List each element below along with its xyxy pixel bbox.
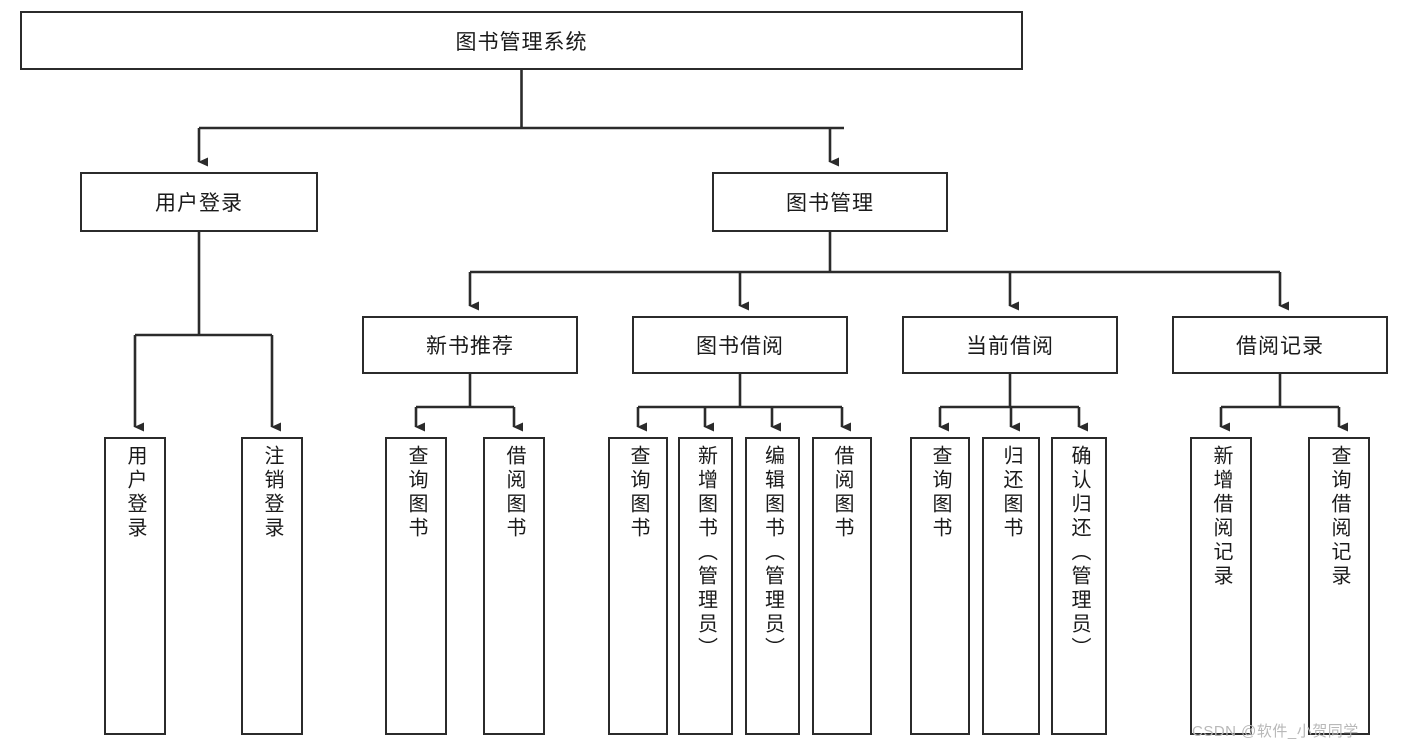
node-user-login-label: 用户登录	[155, 192, 243, 215]
node-leaf-query-book-rec[interactable]: 查询图书	[385, 437, 447, 735]
node-root-label: 图书管理系统	[455, 30, 588, 54]
node-leaf-add-book[interactable]: 新增图书（管理员）	[678, 437, 733, 735]
node-leaf-query-book-cur-label: 查询图书	[929, 445, 951, 541]
node-leaf-logout-label: 注销登录	[261, 445, 283, 541]
node-current-borrow[interactable]: 当前借阅	[902, 316, 1118, 374]
node-borrow-record[interactable]: 借阅记录	[1172, 316, 1388, 374]
node-leaf-query-book-borrow[interactable]: 查询图书	[608, 437, 668, 735]
node-book-manage[interactable]: 图书管理	[712, 172, 948, 232]
node-leaf-logout[interactable]: 注销登录	[241, 437, 303, 735]
node-leaf-edit-book-label: 编辑图书（管理员）	[761, 445, 784, 661]
node-leaf-user-login-label: 用户登录	[124, 445, 146, 541]
node-leaf-borrow-book-rec[interactable]: 借阅图书	[483, 437, 545, 735]
edges-root-to-level1	[197, 70, 844, 167]
node-borrow-record-label: 借阅记录	[1236, 335, 1324, 358]
node-leaf-query-book-borrow-label: 查询图书	[627, 445, 649, 541]
node-leaf-query-book-rec-label: 查询图书	[405, 445, 427, 541]
node-root[interactable]: 图书管理系统	[20, 11, 1023, 70]
edges-newbookrec-to-leaves	[414, 374, 523, 432]
edges-currentborrow-to-leaves	[938, 374, 1088, 432]
node-leaf-query-record-label: 查询借阅记录	[1328, 445, 1350, 589]
node-leaf-query-book-cur[interactable]: 查询图书	[910, 437, 970, 735]
edges-borrowrecord-to-leaves	[1219, 374, 1348, 432]
node-leaf-query-record[interactable]: 查询借阅记录	[1308, 437, 1370, 735]
node-leaf-borrow-book-label: 借阅图书	[831, 445, 853, 541]
node-leaf-return-book[interactable]: 归还图书	[982, 437, 1040, 735]
node-leaf-user-login[interactable]: 用户登录	[104, 437, 166, 735]
node-leaf-edit-book[interactable]: 编辑图书（管理员）	[745, 437, 800, 735]
node-book-manage-label: 图书管理	[786, 192, 874, 215]
node-new-book-rec[interactable]: 新书推荐	[362, 316, 578, 374]
node-leaf-add-record-label: 新增借阅记录	[1210, 445, 1232, 589]
node-leaf-borrow-book[interactable]: 借阅图书	[812, 437, 872, 735]
node-leaf-add-book-label: 新增图书（管理员）	[694, 445, 717, 661]
edges-userlogin-to-leaves	[133, 232, 281, 432]
node-book-borrow[interactable]: 图书借阅	[632, 316, 848, 374]
node-leaf-borrow-book-rec-label: 借阅图书	[503, 445, 525, 541]
node-current-borrow-label: 当前借阅	[966, 335, 1054, 358]
node-leaf-return-book-label: 归还图书	[1000, 445, 1022, 541]
node-new-book-rec-label: 新书推荐	[426, 335, 514, 358]
node-leaf-confirm-return[interactable]: 确认归还（管理员）	[1051, 437, 1107, 735]
node-user-login[interactable]: 用户登录	[80, 172, 318, 232]
node-book-borrow-label: 图书借阅	[696, 335, 784, 358]
edges-bookborrow-to-leaves	[636, 374, 851, 432]
node-leaf-add-record[interactable]: 新增借阅记录	[1190, 437, 1252, 735]
edges-bookmanage-to-level2	[468, 232, 1289, 311]
csdn-watermark: CSDN @软件_小贺同学	[1192, 723, 1359, 740]
node-leaf-confirm-return-label: 确认归还（管理员）	[1068, 445, 1090, 661]
